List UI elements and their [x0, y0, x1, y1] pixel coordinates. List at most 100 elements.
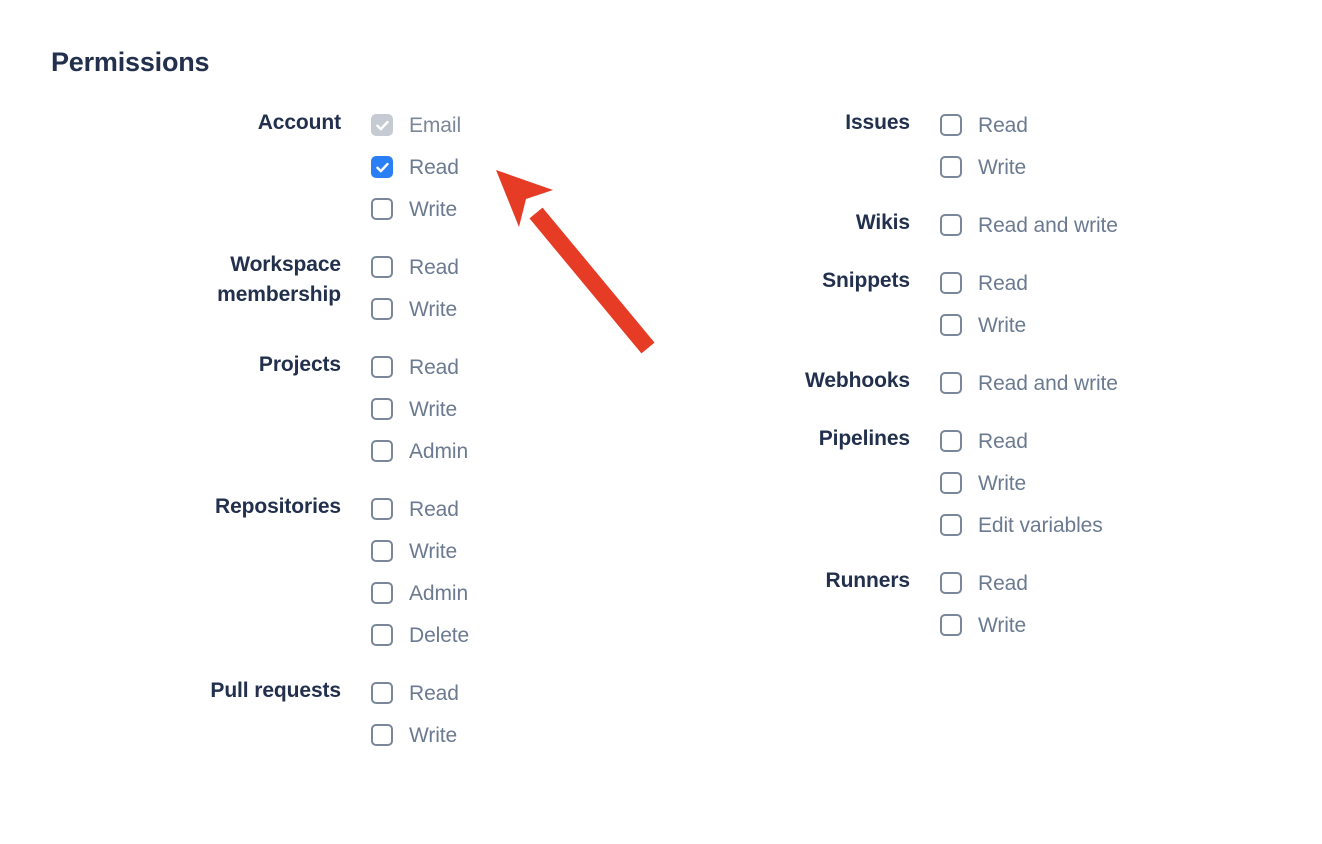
permission-option-label: Read — [409, 497, 459, 521]
checkbox-unchecked-icon[interactable] — [940, 430, 962, 452]
checkbox-unchecked-icon[interactable] — [940, 214, 962, 236]
permission-option-repositories-write[interactable]: Write — [371, 530, 469, 572]
permission-option-label: Read — [409, 355, 459, 379]
permission-option-label: Read — [409, 255, 459, 279]
permission-option-runners-write[interactable]: Write — [940, 604, 1028, 646]
permission-option-label: Write — [409, 539, 458, 563]
checkbox-unchecked-icon[interactable] — [940, 614, 962, 636]
permission-group-label: Pipelines — [818, 427, 910, 450]
permission-group-label: Account — [257, 111, 341, 134]
permission-group-label: Projects — [258, 353, 341, 376]
permission-option-workspace-membership-read[interactable]: Read — [371, 246, 459, 288]
checkbox-unchecked-icon[interactable] — [940, 472, 962, 494]
permission-option-repositories-delete[interactable]: Delete — [371, 614, 469, 656]
permission-option-issues-write[interactable]: Write — [940, 146, 1028, 188]
permission-option-label: Read — [409, 155, 459, 179]
checkmark-icon — [375, 118, 390, 133]
permission-option-pipelines-edit-variables[interactable]: Edit variables — [940, 504, 1103, 546]
checkbox-unchecked-icon[interactable] — [371, 724, 393, 746]
checkbox-unchecked-icon[interactable] — [371, 540, 393, 562]
permission-option-account-email[interactable]: Email — [371, 104, 461, 146]
checkbox-unchecked-icon[interactable] — [940, 114, 962, 136]
permission-option-label: Read — [978, 113, 1028, 137]
checkbox-unchecked-icon[interactable] — [371, 256, 393, 278]
permission-group-label: Runners — [825, 569, 911, 592]
checkbox-unchecked-icon[interactable] — [371, 498, 393, 520]
checkmark-icon — [375, 160, 390, 175]
permission-option-webhooks-read-and-write[interactable]: Read and write — [940, 362, 1118, 404]
permission-option-label: Read and write — [978, 213, 1118, 237]
checkbox-unchecked-icon[interactable] — [371, 624, 393, 646]
permission-option-repositories-admin[interactable]: Admin — [371, 572, 469, 614]
checkbox-unchecked-icon[interactable] — [940, 514, 962, 536]
permission-option-label: Email — [409, 113, 462, 137]
permission-option-label: Write — [978, 613, 1027, 637]
permission-option-repositories-read[interactable]: Read — [371, 488, 469, 530]
checkbox-checked-icon[interactable] — [371, 156, 393, 178]
permission-option-pipelines-write[interactable]: Write — [940, 462, 1103, 504]
permission-option-label: Write — [978, 471, 1027, 495]
checkbox-disabled-checked-icon — [371, 114, 393, 136]
permission-option-snippets-write[interactable]: Write — [940, 304, 1028, 346]
permission-option-projects-read[interactable]: Read — [371, 346, 468, 388]
permission-option-issues-read[interactable]: Read — [940, 104, 1028, 146]
page-title: Permissions — [51, 47, 210, 77]
permission-option-account-write[interactable]: Write — [371, 188, 461, 230]
permission-option-runners-read[interactable]: Read — [940, 562, 1028, 604]
permission-option-label: Delete — [409, 623, 470, 647]
permission-option-label: Write — [978, 313, 1027, 337]
checkbox-unchecked-icon[interactable] — [940, 156, 962, 178]
permission-option-label: Write — [409, 723, 458, 747]
permission-option-label: Read — [978, 571, 1028, 595]
checkbox-unchecked-icon[interactable] — [371, 356, 393, 378]
permission-option-label: Read and write — [978, 371, 1118, 395]
permission-group-label: Pull requests — [210, 679, 341, 702]
checkbox-unchecked-icon[interactable] — [371, 298, 393, 320]
checkbox-unchecked-icon[interactable] — [371, 440, 393, 462]
permission-option-snippets-read[interactable]: Read — [940, 262, 1028, 304]
permission-option-label: Admin — [409, 439, 469, 463]
permission-option-wikis-read-and-write[interactable]: Read and write — [940, 204, 1118, 246]
checkbox-unchecked-icon[interactable] — [371, 582, 393, 604]
permission-option-account-read[interactable]: Read — [371, 146, 461, 188]
checkbox-unchecked-icon[interactable] — [371, 198, 393, 220]
permission-option-list: Read and write — [940, 362, 1118, 404]
permission-option-label: Write — [409, 197, 458, 221]
permission-group-label: Repositories — [215, 495, 341, 518]
permission-option-label: Read — [409, 681, 459, 705]
permission-group-label: Workspace membership — [217, 253, 341, 306]
permission-option-label: Write — [978, 155, 1027, 179]
permission-option-pull-requests-read[interactable]: Read — [371, 672, 459, 714]
permission-option-projects-write[interactable]: Write — [371, 388, 468, 430]
permission-option-projects-admin[interactable]: Admin — [371, 430, 468, 472]
checkbox-unchecked-icon[interactable] — [940, 314, 962, 336]
permission-option-label: Write — [409, 297, 458, 321]
permission-option-label: Read — [978, 429, 1028, 453]
permission-option-pipelines-read[interactable]: Read — [940, 420, 1103, 462]
checkbox-unchecked-icon[interactable] — [940, 372, 962, 394]
checkbox-unchecked-icon[interactable] — [940, 272, 962, 294]
checkbox-unchecked-icon[interactable] — [371, 682, 393, 704]
permission-option-workspace-membership-write[interactable]: Write — [371, 288, 459, 330]
checkbox-unchecked-icon[interactable] — [371, 398, 393, 420]
checkbox-unchecked-icon[interactable] — [940, 572, 962, 594]
permission-option-pull-requests-write[interactable]: Write — [371, 714, 459, 756]
